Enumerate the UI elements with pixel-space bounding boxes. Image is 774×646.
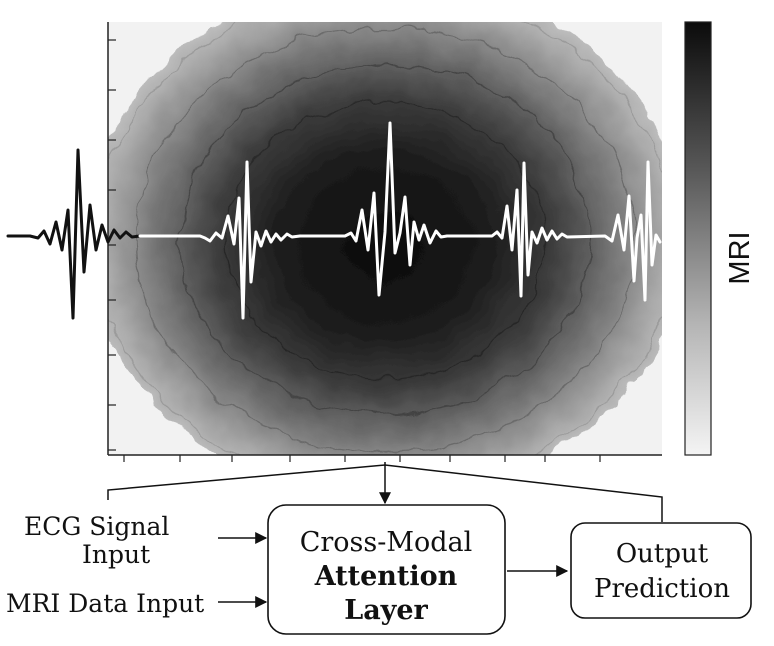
attention-box-line3: Layer (344, 595, 428, 626)
attention-layer-box: Cross-Modal Attention Layer (267, 504, 506, 635)
connectors (107, 462, 663, 608)
ecg-trace-inside (138, 121, 662, 320)
left-axis-ticks (108, 39, 116, 451)
output-box-line1: Output (616, 539, 709, 569)
attention-box-border (267, 504, 506, 635)
mri-intensity-field (108, 22, 662, 455)
ecg-input-label-line2: Input (82, 540, 150, 569)
colorbar-label: MRI (724, 231, 756, 284)
output-box-border (570, 522, 752, 619)
mri-input-label: MRI Data Input (6, 589, 204, 618)
input-labels: ECG Signal Input MRI Data Input (6, 512, 204, 618)
ecg-trace-outside (6, 148, 142, 320)
output-box-line2: Prediction (594, 574, 730, 604)
output-prediction-box: Output Prediction (570, 522, 752, 619)
mri-colorbar: MRI (684, 21, 756, 456)
plot-axes (107, 22, 662, 462)
ecg-input-label-line1: ECG Signal (24, 512, 169, 541)
attention-box-line1: Cross-Modal (300, 527, 473, 558)
colorbar-gradient (684, 21, 712, 456)
bottom-axis-ticks (123, 455, 601, 462)
mri-image-panel (108, 22, 662, 455)
attention-box-line2: Attention (314, 561, 458, 592)
